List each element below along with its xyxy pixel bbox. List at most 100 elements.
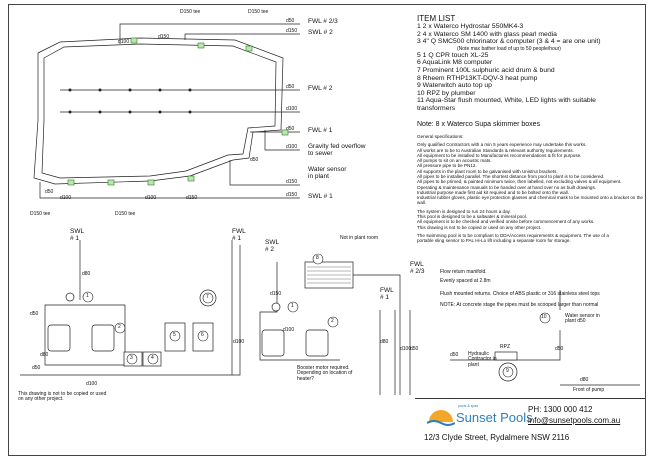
drawing-sheet [8, 4, 646, 456]
plant-swl1-label: SWL# 1 [70, 228, 85, 242]
plant-pipe-main [20, 245, 241, 376]
callout-number: 8 [316, 255, 319, 261]
return-fitting [158, 88, 162, 92]
item-row: 5 1 Q CPR touch XL-25 [417, 51, 489, 59]
pump-icon [271, 302, 281, 312]
item-list-title: ITEM LIST [417, 14, 456, 23]
spec-line: This pool is designed to be a saltwater … [417, 213, 528, 219]
pipe-size: d150 [270, 291, 282, 297]
spec-line: All pipes to be primed, & painted minimu… [417, 179, 622, 185]
skimmer-box [245, 45, 253, 52]
skimmer-box [281, 129, 289, 136]
rpz-label: RPZ [500, 344, 510, 350]
tee-label: D150 tee [115, 211, 136, 217]
callout-number: 4 [151, 355, 154, 361]
gravity-fed-label: Gravity fed overflow to sewer [308, 143, 366, 157]
callout-number: 10 [541, 314, 547, 320]
fwl-2-label: FWL # 2 [308, 85, 333, 92]
item-list: ITEM LIST 1 2 x Waterco Hydrostar 550MK4… [417, 14, 645, 113]
not-in-plant-label: Not in plant room [340, 235, 379, 241]
water-sensor-label: Water sensor in plant [308, 166, 347, 180]
item-row: 11 Aqua-Star flush mounted, White, LED l… [417, 97, 596, 113]
skimmer-box [197, 42, 205, 49]
plant-pipe-fwl-manifold [379, 310, 411, 395]
pipe-size: d100 [118, 39, 130, 45]
hydraulic-label: Hydraulic Contractor in plant [468, 351, 497, 368]
callout-number: 2 [118, 324, 121, 330]
tee-label: D150 tee [180, 9, 201, 15]
pipe-size: d50 [286, 18, 295, 24]
plant-fwl-a-label: FWL# 1 [380, 287, 394, 301]
callout-number: 2 [331, 318, 334, 324]
spec-line: All equipment to be installed to Manufac… [417, 152, 582, 158]
item-row: 2 4 x Waterco SM 1400 with glass pearl m… [417, 30, 557, 38]
swl-2-label: SWL # 2 [308, 29, 333, 36]
water-sensor-plant-label: Water sensor in plant d50 [565, 313, 600, 325]
pipe-size: d80 [82, 271, 91, 277]
plant-fwl1-label: FWL# 1 [232, 228, 246, 242]
pipe-size: d150 [186, 195, 198, 201]
swl-1-label: SWL # 1 [308, 193, 333, 200]
plant-pipe-rpz [450, 330, 561, 361]
front-pump-label: Front of pump [573, 387, 605, 393]
return-fitting [188, 110, 192, 114]
callout-number: 1 [86, 293, 89, 299]
pipe-size: d50 [30, 311, 39, 317]
spec-paragraph-3: The swimming pool is to be compliant to … [417, 233, 643, 244]
pipe-size: d100 [283, 327, 295, 333]
skimmer-note: Note: 8 x Waterco Supa skimmer boxes [417, 121, 541, 128]
not-copied-note: This drawing is not to be copied or used… [18, 391, 107, 403]
pipe-size: d80 [40, 352, 49, 358]
company-logo-text: Sunset Pools [456, 410, 533, 425]
email-link[interactable]: info@sunsetpools.com.au [528, 415, 621, 425]
spec-line: All equipment is to be checked and verif… [417, 219, 595, 225]
pipe-water-sensor [229, 160, 300, 186]
tee-label: D150 tee [248, 9, 269, 15]
spec-line: All pipes to be installed parallel. The … [417, 173, 605, 179]
skimmer-box [67, 179, 75, 186]
pipe-size: d100 [400, 346, 412, 352]
return-fitting [128, 110, 132, 114]
spec-line: This drawing is not to be copied or used… [417, 224, 542, 230]
pipe-overflow [264, 130, 300, 151]
pipe-size: d100 [145, 195, 157, 201]
flow-manifold-label: Flow return manifold. [440, 269, 487, 275]
spec-line: Industrial rubber gloves, plastic eye pr… [417, 195, 643, 206]
pipe-size: d100 [233, 339, 245, 345]
pipe-size: d50 [286, 126, 295, 132]
spec-line: Only qualified Contractors with a min 5 … [417, 142, 587, 148]
sunset-logo-icon [427, 410, 455, 426]
skimmer-box [187, 175, 195, 182]
item-row: 1 2 x Waterco Hydrostar 550MK4-3 [417, 23, 524, 30]
filter-tank [305, 329, 329, 357]
pipe-size: d50 [250, 157, 259, 163]
general-specifications: General specifications: Only qualified C… [417, 134, 643, 246]
item-row: 6 AquaLink M8 computer [417, 59, 493, 67]
pipe-size: d150 [286, 28, 298, 34]
spec-line: All works are to be to Australian Standa… [417, 147, 574, 153]
contact-block: PH: 1300 000 412 info@sunsetpools.com.au [528, 405, 620, 427]
return-fitting [158, 110, 162, 114]
pipe-size: d100 [60, 195, 72, 201]
filter-tank [47, 324, 71, 352]
footer-divider [415, 398, 645, 399]
pipe-swl-1 [39, 182, 300, 199]
callout-number: 5 [173, 332, 176, 338]
return-fitting [68, 88, 72, 92]
return-fitting [68, 110, 72, 114]
pipe-size: d50 [45, 189, 54, 195]
pipe-size: d150 [286, 192, 298, 198]
pump-icon [65, 292, 75, 302]
spec-line: All pressure pipe to be PN12. [417, 163, 477, 169]
return-fitting [98, 88, 102, 92]
plant-pipe-heat [340, 274, 401, 395]
filter-tank [261, 329, 285, 357]
filter-tank [91, 324, 115, 352]
pipe-size: d80 [580, 377, 589, 383]
plant-swl2-label: SWL# 2 [265, 239, 280, 253]
plant-pipe-swl2 [259, 262, 340, 361]
skimmer-box [107, 179, 115, 186]
spec-paragraph-2: The system is designed to run 24 hours a… [417, 209, 643, 230]
item-row: 8 Rheem RTHP13KT-DQV-3 heat pump [417, 74, 538, 82]
